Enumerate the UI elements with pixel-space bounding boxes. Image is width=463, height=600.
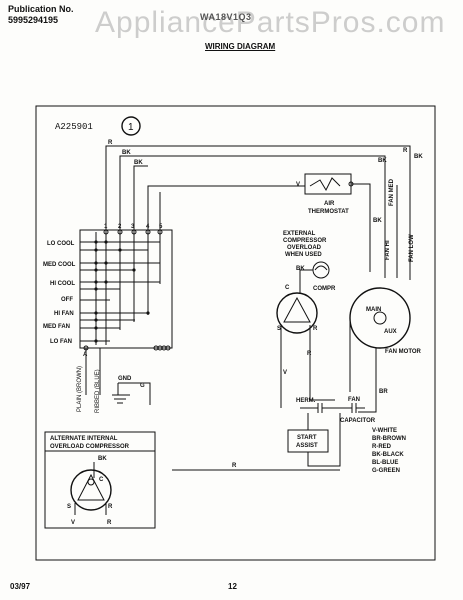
- footer-date: 03/97: [10, 582, 31, 591]
- compressor-terminal-c: C: [285, 285, 290, 291]
- compressor-motor: [276, 292, 318, 334]
- alternate-overload-box: [44, 431, 156, 529]
- legend-item: BL-BLUE: [372, 460, 398, 466]
- wire-label-bk-2: BK: [134, 160, 143, 166]
- wire-label-r-comp: R: [307, 351, 312, 357]
- wire-label-g: G: [140, 383, 145, 389]
- overload-label-3: OVERLOAD: [287, 245, 322, 251]
- capacitor-label: CAPACITOR: [340, 418, 376, 424]
- alternate-wire-v: V: [71, 520, 75, 526]
- alternate-label-2: OVERLOAD COMPRESSOR: [50, 444, 130, 450]
- switch-terminal-label: 5: [159, 224, 163, 230]
- compressor-windings: [283, 296, 311, 323]
- fan-main-label: MAIN: [366, 307, 381, 313]
- diagram-circle-number: 1: [128, 122, 134, 133]
- legend-item: BR-BROWN: [372, 436, 406, 442]
- switch-terminal-label: 3: [131, 224, 135, 230]
- diagram-circle-marker: [121, 116, 141, 136]
- ground-label: GND: [118, 376, 132, 382]
- thermostat-label-1: AIR: [324, 201, 335, 207]
- overload-label-2: COMPRESSOR: [283, 238, 327, 244]
- switch-position-label: MED FAN: [43, 324, 70, 330]
- alternate-wire-bk: BK: [98, 456, 107, 462]
- footer-page-number: 12: [228, 582, 237, 591]
- alternate-label-1: ALTERNATE INTERNAL: [50, 436, 118, 442]
- alternate-terminal-c: C: [99, 477, 104, 483]
- publication-label: Publication No.: [8, 4, 74, 14]
- wire-label-r-bottom: R: [232, 463, 237, 469]
- wire-label-r-right: R: [403, 148, 408, 154]
- lead-ribbed-label: RIBBED (BLUE): [95, 369, 101, 413]
- ground-wire: [118, 382, 151, 405]
- wire-label-bk-fan: BK: [414, 154, 423, 160]
- wire-label-v-thermo: V: [296, 182, 300, 188]
- alternate-terminal-r: R: [108, 504, 113, 510]
- fan-motor-label: FAN MOTOR: [385, 349, 422, 355]
- diagram-border: [35, 105, 436, 561]
- wire-label-bk-thermo: BK: [373, 218, 382, 224]
- wire-label-bk-right: BK: [378, 158, 387, 164]
- start-assist-label-1: START: [297, 435, 317, 441]
- fan-motor-rotor: [373, 311, 387, 325]
- lead-plain-label: PLAIN (BROWN): [77, 366, 83, 412]
- capacitor-herm-label: HERM.: [296, 398, 316, 404]
- wire-label-r-top: R: [108, 140, 113, 146]
- model-header: WA18V1Q3: [200, 12, 252, 22]
- switch-positions: LO COOL MED COOL HI COOL OFF HI FAN MED …: [43, 241, 76, 345]
- switch-position-label: LO FAN: [50, 339, 72, 345]
- color-legend: V-WHITE BR-BROWN R-RED BK-BLACK BL-BLUE …: [372, 428, 406, 474]
- compressor-terminal-r: R: [313, 326, 318, 332]
- overload-label-1: EXTERNAL: [283, 231, 316, 237]
- legend-item: BK-BLACK: [372, 452, 404, 458]
- capacitor: [300, 403, 365, 413]
- ground-symbol: [112, 383, 130, 404]
- legend-item: V-WHITE: [372, 428, 397, 434]
- compressor-terminal-s: S: [277, 326, 281, 332]
- thermostat-label-2: THERMOSTAT: [308, 209, 349, 215]
- wire-label-br: BR: [379, 389, 388, 395]
- fan-low-label: FAN LOW: [409, 234, 415, 262]
- power-leads: [105, 145, 411, 232]
- watermark: AppliancePartsPros.com: [95, 6, 446, 39]
- switch-position-label: HI FAN: [54, 311, 74, 317]
- switch-contact-dots: [94, 240, 150, 343]
- thermostat-element: [309, 177, 341, 192]
- diagram-title: WIRING DIAGRAM: [205, 42, 276, 51]
- wire-label-bk-comp: BK: [296, 266, 305, 272]
- switch-contacts: [80, 232, 161, 345]
- switch-position-label: OFF: [61, 297, 73, 303]
- fan-motor: [349, 287, 411, 349]
- switch-position-label: MED COOL: [43, 262, 76, 268]
- overload-label-4: WHEN USED: [285, 252, 322, 258]
- switch-position-label: HI COOL: [50, 281, 75, 287]
- fan-aux-label: AUX: [384, 329, 397, 335]
- wire-label-v-comp: V: [283, 370, 287, 376]
- publication-number: 5995294195: [8, 15, 59, 25]
- fan-hi-label: FAN HI: [385, 240, 391, 260]
- fan-med-label: FAN MED: [389, 178, 395, 206]
- alternate-compressor: [70, 469, 112, 511]
- legend-item: G-GREEN: [372, 468, 400, 474]
- air-thermostat: [304, 173, 352, 195]
- legend-item: R-RED: [372, 444, 392, 450]
- diagram-id: A225901: [55, 122, 93, 132]
- compressor-label: COMPR: [313, 286, 336, 292]
- start-assist-label-2: ASSIST: [296, 443, 318, 449]
- alternate-terminal-s: S: [67, 504, 71, 510]
- fan-wires: [384, 185, 411, 280]
- publication-number-block: Publication No. 5995294195: [8, 4, 74, 26]
- switch-position-label: LO COOL: [47, 241, 75, 247]
- capacitor-fan-label: FAN: [348, 397, 360, 403]
- wire-label-bk-top: BK: [122, 150, 131, 156]
- alternate-wire-r: R: [107, 520, 112, 526]
